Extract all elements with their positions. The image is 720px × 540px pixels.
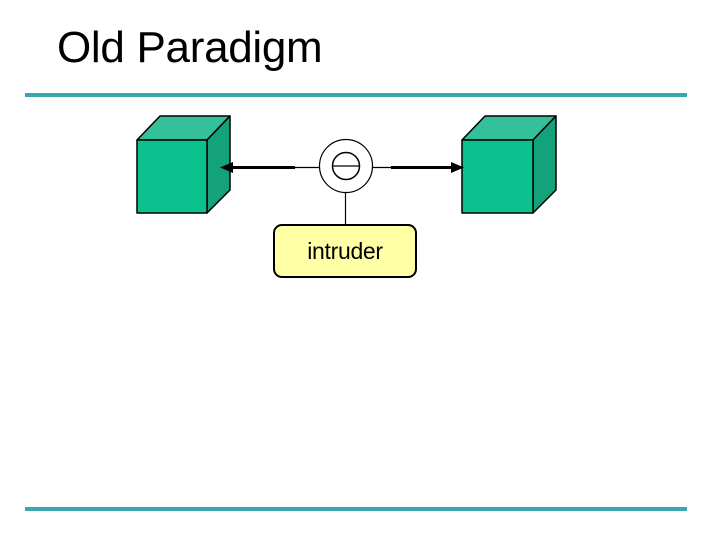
right-cube-front-face	[461, 139, 534, 214]
footer-rule	[25, 507, 687, 511]
right-arrowhead-icon	[451, 162, 464, 173]
arrow-to-right-host	[372, 162, 464, 173]
arrow-to-left-host	[220, 162, 320, 173]
interceptor-symbol	[318, 138, 374, 194]
intruder-node: intruder	[273, 224, 417, 278]
left-host-cube	[136, 115, 231, 214]
slide-title: Old Paradigm	[57, 23, 323, 72]
left-arrowhead-icon	[220, 162, 233, 173]
title-underline-rule	[25, 93, 687, 97]
left-cube-front-face	[136, 139, 208, 214]
intruder-label: intruder	[307, 237, 383, 264]
right-host-cube	[461, 115, 557, 214]
